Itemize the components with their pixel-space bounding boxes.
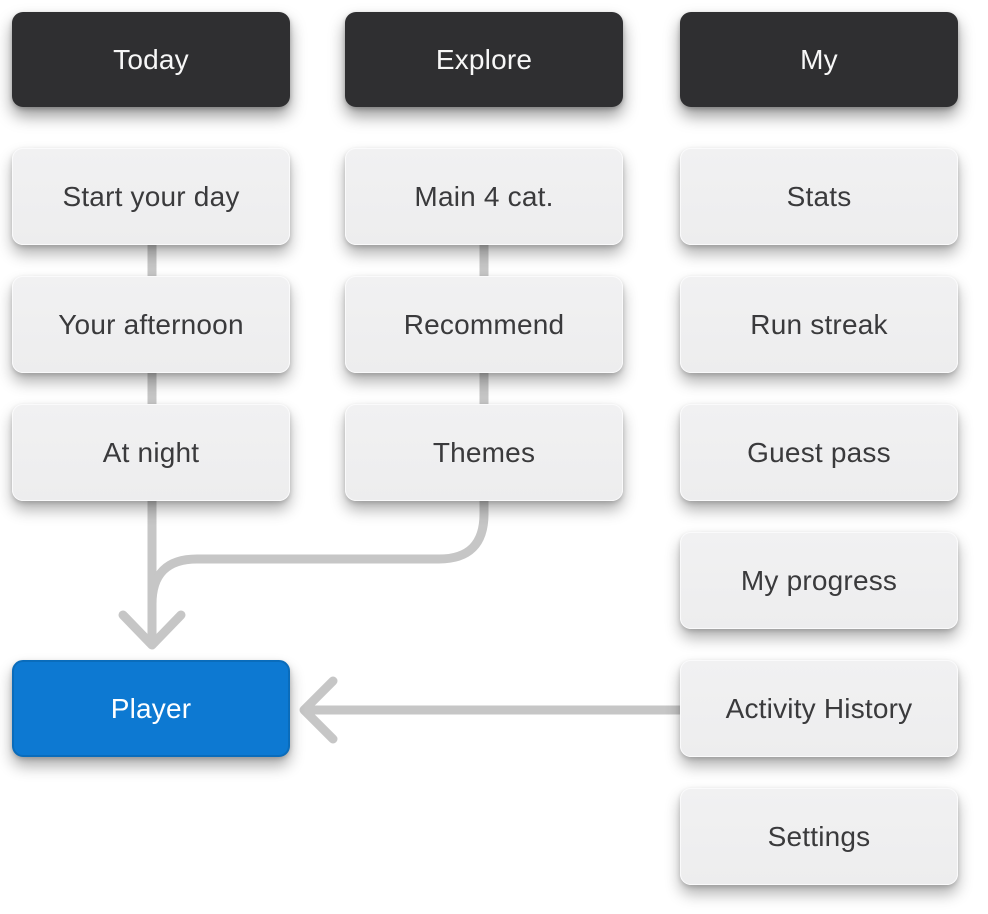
node-at-night: At night — [12, 404, 290, 501]
node-guest-pass: Guest pass — [680, 404, 958, 501]
arrow-left-icon — [299, 676, 338, 744]
node-activity-history: Activity History — [680, 660, 958, 757]
header-today: Today — [12, 12, 290, 107]
connector-themes-to-player — [147, 195, 489, 609]
node-start-your-day: Start your day — [12, 148, 290, 245]
node-main-4-cat: Main 4 cat. — [345, 148, 623, 245]
node-settings: Settings — [680, 788, 958, 885]
node-stats: Stats — [680, 148, 958, 245]
node-recommend: Recommend — [345, 276, 623, 373]
node-run-streak: Run streak — [680, 276, 958, 373]
node-player: Player — [12, 660, 290, 757]
header-my: My — [680, 12, 958, 107]
arrow-down-icon — [118, 610, 186, 650]
node-your-afternoon: Your afternoon — [12, 276, 290, 373]
header-explore: Explore — [345, 12, 623, 107]
node-themes: Themes — [345, 404, 623, 501]
node-my-progress: My progress — [680, 532, 958, 629]
